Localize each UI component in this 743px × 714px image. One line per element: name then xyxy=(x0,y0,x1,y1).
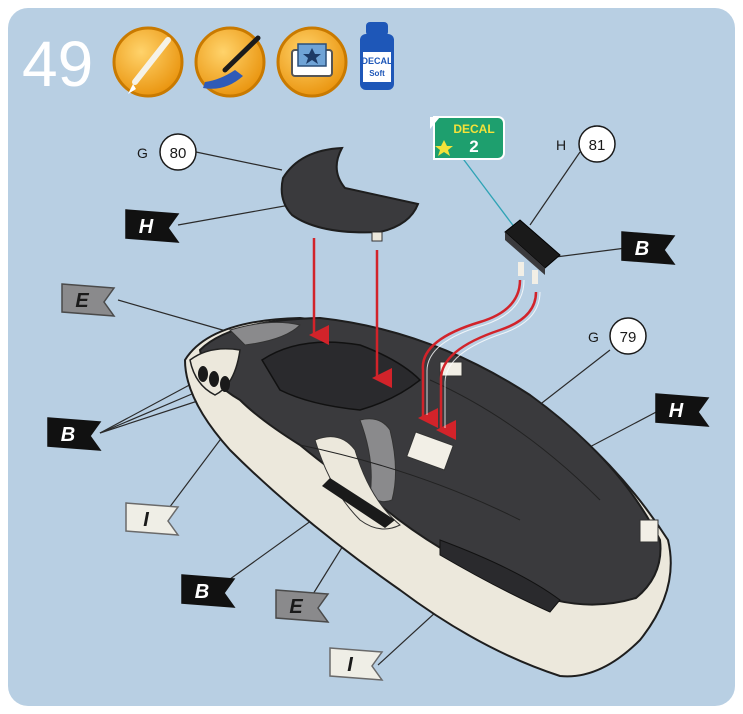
color-flag-letter: E xyxy=(289,596,303,618)
decal-tag: DECAL 2 xyxy=(430,116,505,160)
color-flag-e: E xyxy=(275,589,330,623)
color-flag-b: B xyxy=(181,574,236,608)
color-flag-b: B xyxy=(47,417,102,451)
antenna-part xyxy=(504,219,561,284)
svg-text:DECAL: DECAL xyxy=(362,56,394,66)
color-flag-letter: I xyxy=(347,654,353,676)
part-callout-g80: G 80 xyxy=(137,133,197,171)
svg-text:DECAL: DECAL xyxy=(453,122,494,136)
color-flag-h: H xyxy=(125,209,180,243)
svg-text:H: H xyxy=(556,137,566,153)
seat-part xyxy=(280,146,420,242)
color-flag-e: E xyxy=(61,283,116,317)
svg-text:2: 2 xyxy=(469,137,478,156)
glue-brush-icon xyxy=(112,26,184,98)
hull xyxy=(183,316,672,678)
color-flag-letter: B xyxy=(61,424,75,446)
color-flag-b: B xyxy=(621,231,676,265)
decal-leader-line xyxy=(457,151,519,233)
color-flag-letter: H xyxy=(139,216,154,238)
part-callout-h81: H 81 xyxy=(556,125,616,163)
color-flag-h: H xyxy=(655,393,710,427)
assembly-arrows xyxy=(309,238,538,440)
color-flag-letter: B xyxy=(635,238,649,260)
color-flag-i: I xyxy=(125,502,180,536)
decal-water-tray-icon xyxy=(276,26,348,98)
svg-text:79: 79 xyxy=(620,329,637,346)
paint-brush-icon xyxy=(194,26,266,98)
color-flag-i: I xyxy=(329,647,384,681)
color-flag-letter: H xyxy=(669,400,684,422)
svg-text:81: 81 xyxy=(589,137,606,154)
svg-text:G: G xyxy=(588,329,599,345)
svg-text:80: 80 xyxy=(170,145,187,162)
svg-text:G: G xyxy=(137,145,148,161)
color-flag-letter: I xyxy=(143,509,149,531)
svg-text:Soft: Soft xyxy=(369,69,385,78)
color-flag-letter: E xyxy=(75,290,89,312)
decal-softener-bottle-icon: DECAL Soft xyxy=(360,22,394,90)
part-callout-g79: G 79 xyxy=(588,317,647,355)
step-number: 49 xyxy=(22,28,93,100)
color-flag-letter: B xyxy=(195,581,209,603)
